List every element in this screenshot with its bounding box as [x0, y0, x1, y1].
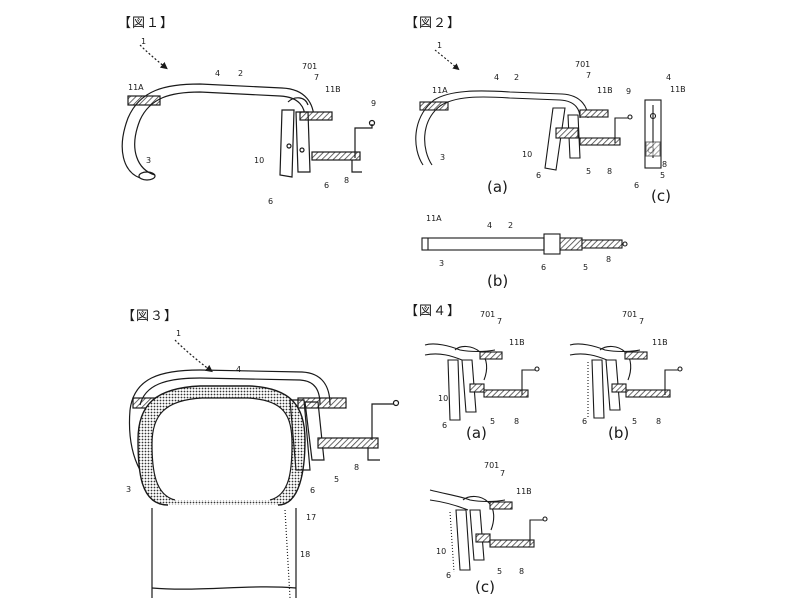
fig4b-ref-5: 5 [632, 417, 637, 426]
figure-2-title: 【図２】 [405, 16, 462, 31]
fig1-ref-1: 1 [141, 37, 146, 46]
fig4c-ref-701: 701 [484, 461, 499, 470]
fig2a-ref-2: 2 [514, 73, 519, 82]
fig2b-ref-3: 3 [439, 259, 444, 268]
fig2a-ref-10: 10 [522, 150, 532, 159]
fig2c-ref-5: 5 [660, 171, 665, 180]
figure-3-title: 【図３】 [122, 309, 179, 324]
figure-4b-labels: 701 7 11B 6 5 8 [582, 310, 668, 426]
fig2b-ref-5: 5 [583, 263, 588, 272]
figure-2a-labels: 1 11A 4 2 701 7 11B 9 3 10 6 5 8 [432, 41, 631, 180]
fig2b-ref-2: 2 [508, 221, 513, 230]
fig2c-ref-11B: 11B [670, 85, 686, 94]
fig1-ref-9: 9 [371, 99, 376, 108]
fig3-ref-18: 18 [300, 550, 310, 559]
fig2a-ref-7: 7 [586, 71, 591, 80]
fig2a-ref-4: 4 [494, 73, 499, 82]
figure-1-title: 【図１】 [118, 16, 175, 31]
fig3-ref-8: 8 [354, 463, 359, 472]
fig2a-ref-8: 8 [607, 167, 612, 176]
fig3-ref-17: 17 [306, 513, 316, 522]
fig2b-ref-4: 4 [487, 221, 492, 230]
figure-2c-label: (c) [651, 187, 671, 205]
fig4a-ref-7: 7 [497, 317, 502, 326]
fig2c-ref-4: 4 [666, 73, 671, 82]
fig4a-ref-10: 10 [438, 394, 448, 403]
fig4b-ref-6: 6 [582, 417, 587, 426]
fig2a-ref-5: 5 [586, 167, 591, 176]
fig1-ref-2: 2 [238, 69, 243, 78]
fig2b-ref-8: 8 [606, 255, 611, 264]
figure-4b-label: (b) [608, 424, 630, 442]
fig4c-ref-11B: 11B [516, 487, 532, 496]
fig3-ref-5: 5 [334, 475, 339, 484]
figure-2a-drawing [415, 49, 633, 171]
fig1-ref-11A: 11A [128, 83, 144, 92]
fig2a-ref-6: 6 [536, 171, 541, 180]
fig3-ref-1: 1 [176, 329, 181, 338]
figure-1-drawing [121, 44, 376, 181]
fig1-ref-10: 10 [254, 156, 264, 165]
fig4a-ref-701: 701 [480, 310, 495, 319]
figure-2c-labels: 4 11B 8 5 6 [634, 73, 686, 190]
fig1-ref-4: 4 [215, 69, 220, 78]
figure-4c-drawing [429, 489, 548, 573]
fig3-ref-3: 3 [126, 485, 131, 494]
fig4b-ref-11B: 11B [652, 338, 668, 347]
fig4a-ref-6: 6 [442, 421, 447, 430]
figure-3-labels: 1 4 3 6 5 8 17 18 [126, 329, 359, 559]
fig2a-ref-9: 9 [626, 87, 631, 96]
fig2a-ref-1: 1 [437, 41, 442, 50]
fig4c-ref-7: 7 [500, 469, 505, 478]
fig1-ref-6a: 6 [324, 181, 329, 190]
figure-4-title: 【図４】 [405, 304, 462, 319]
fig4a-ref-5: 5 [490, 417, 495, 426]
fig1-ref-11B: 11B [325, 85, 341, 94]
figure-4b-drawing [569, 343, 683, 419]
fig2a-ref-701: 701 [575, 60, 590, 69]
fig2c-ref-8: 8 [662, 160, 667, 169]
fig2c-ref-6: 6 [634, 181, 639, 190]
fig4b-ref-8: 8 [656, 417, 661, 426]
fig4a-ref-8: 8 [514, 417, 519, 426]
figure-2c-drawing [644, 99, 662, 169]
fig4c-ref-8: 8 [519, 567, 524, 576]
fig1-ref-8: 8 [344, 176, 349, 185]
fig2b-ref-6: 6 [541, 263, 546, 272]
fig4b-ref-701: 701 [622, 310, 637, 319]
fig1-ref-701: 701 [302, 62, 317, 71]
fig2a-ref-11A: 11A [432, 86, 448, 95]
fig4b-ref-7: 7 [639, 317, 644, 326]
figure-2b-label: (b) [487, 272, 509, 290]
figure-4a-drawing [424, 343, 540, 421]
fig1-ref-6b: 6 [268, 197, 273, 206]
fig4c-ref-10: 10 [436, 547, 446, 556]
fig1-ref-3: 3 [146, 156, 151, 165]
figure-4c-labels: 701 7 11B 10 6 5 8 [436, 461, 532, 580]
figure-1-labels: 1 11A 4 2 701 7 11B 9 3 10 6 8 6 [128, 37, 376, 206]
fig4c-ref-6: 6 [446, 571, 451, 580]
figure-2b-drawing [421, 233, 628, 255]
figure-3-drawing [128, 339, 400, 599]
fig2a-ref-11B: 11B [597, 86, 613, 95]
figure-4c-label: (c) [475, 578, 495, 596]
fig1-ref-7: 7 [314, 73, 319, 82]
figure-4a-labels: 701 7 11B 10 6 5 8 [438, 310, 525, 430]
figure-4a-label: (a) [466, 424, 487, 442]
figure-2b-labels: 11A 4 2 3 6 5 8 [426, 214, 611, 272]
fig3-ref-6: 6 [310, 486, 315, 495]
fig4a-ref-11B: 11B [509, 338, 525, 347]
figure-2a-label: (a) [487, 178, 508, 196]
fig3-ref-4: 4 [236, 365, 241, 374]
fig2b-ref-11A: 11A [426, 214, 442, 223]
fig4c-ref-5: 5 [497, 567, 502, 576]
fig2a-ref-3: 3 [440, 153, 445, 162]
